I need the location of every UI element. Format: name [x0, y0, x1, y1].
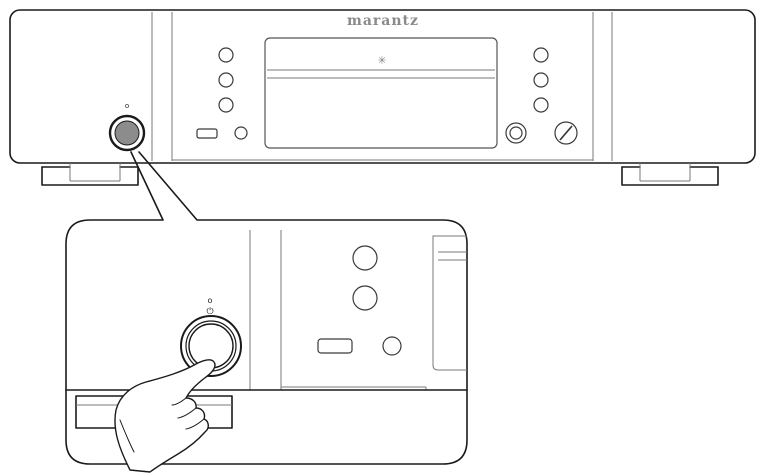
left-button-3[interactable] — [218, 97, 234, 113]
callout-tray-edge — [432, 235, 467, 371]
power-button[interactable] — [108, 114, 146, 152]
callout-power-button[interactable] — [180, 315, 242, 377]
zoom-callout-frame — [65, 151, 468, 465]
standby-indicator: o — [125, 102, 129, 110]
callout-usb-port[interactable] — [317, 338, 353, 354]
disc-tray — [264, 37, 498, 149]
left-foot — [41, 163, 139, 186]
right-button-3[interactable] — [533, 97, 549, 113]
display-mark-icon: ✳ — [377, 54, 386, 67]
player-front-panel — [9, 9, 756, 164]
hand-icon — [114, 359, 216, 473]
usb-port[interactable] — [196, 128, 218, 139]
callout-standby-indicator: o — [208, 296, 213, 305]
volume-knob[interactable] — [554, 121, 578, 145]
right-foot — [621, 163, 719, 186]
left-button-1[interactable] — [218, 47, 234, 63]
power-symbol-icon: ⏻ — [206, 306, 213, 317]
callout-button-2[interactable] — [352, 285, 378, 311]
brand-logo: marantz — [347, 13, 419, 29]
left-button-2[interactable] — [218, 72, 234, 88]
right-button-2[interactable] — [533, 72, 549, 88]
right-button-1[interactable] — [533, 47, 549, 63]
callout-headphone-jack[interactable] — [382, 336, 402, 356]
small-knob[interactable] — [505, 122, 527, 144]
callout-button-1[interactable] — [352, 245, 378, 271]
headphone-jack[interactable] — [234, 126, 248, 140]
